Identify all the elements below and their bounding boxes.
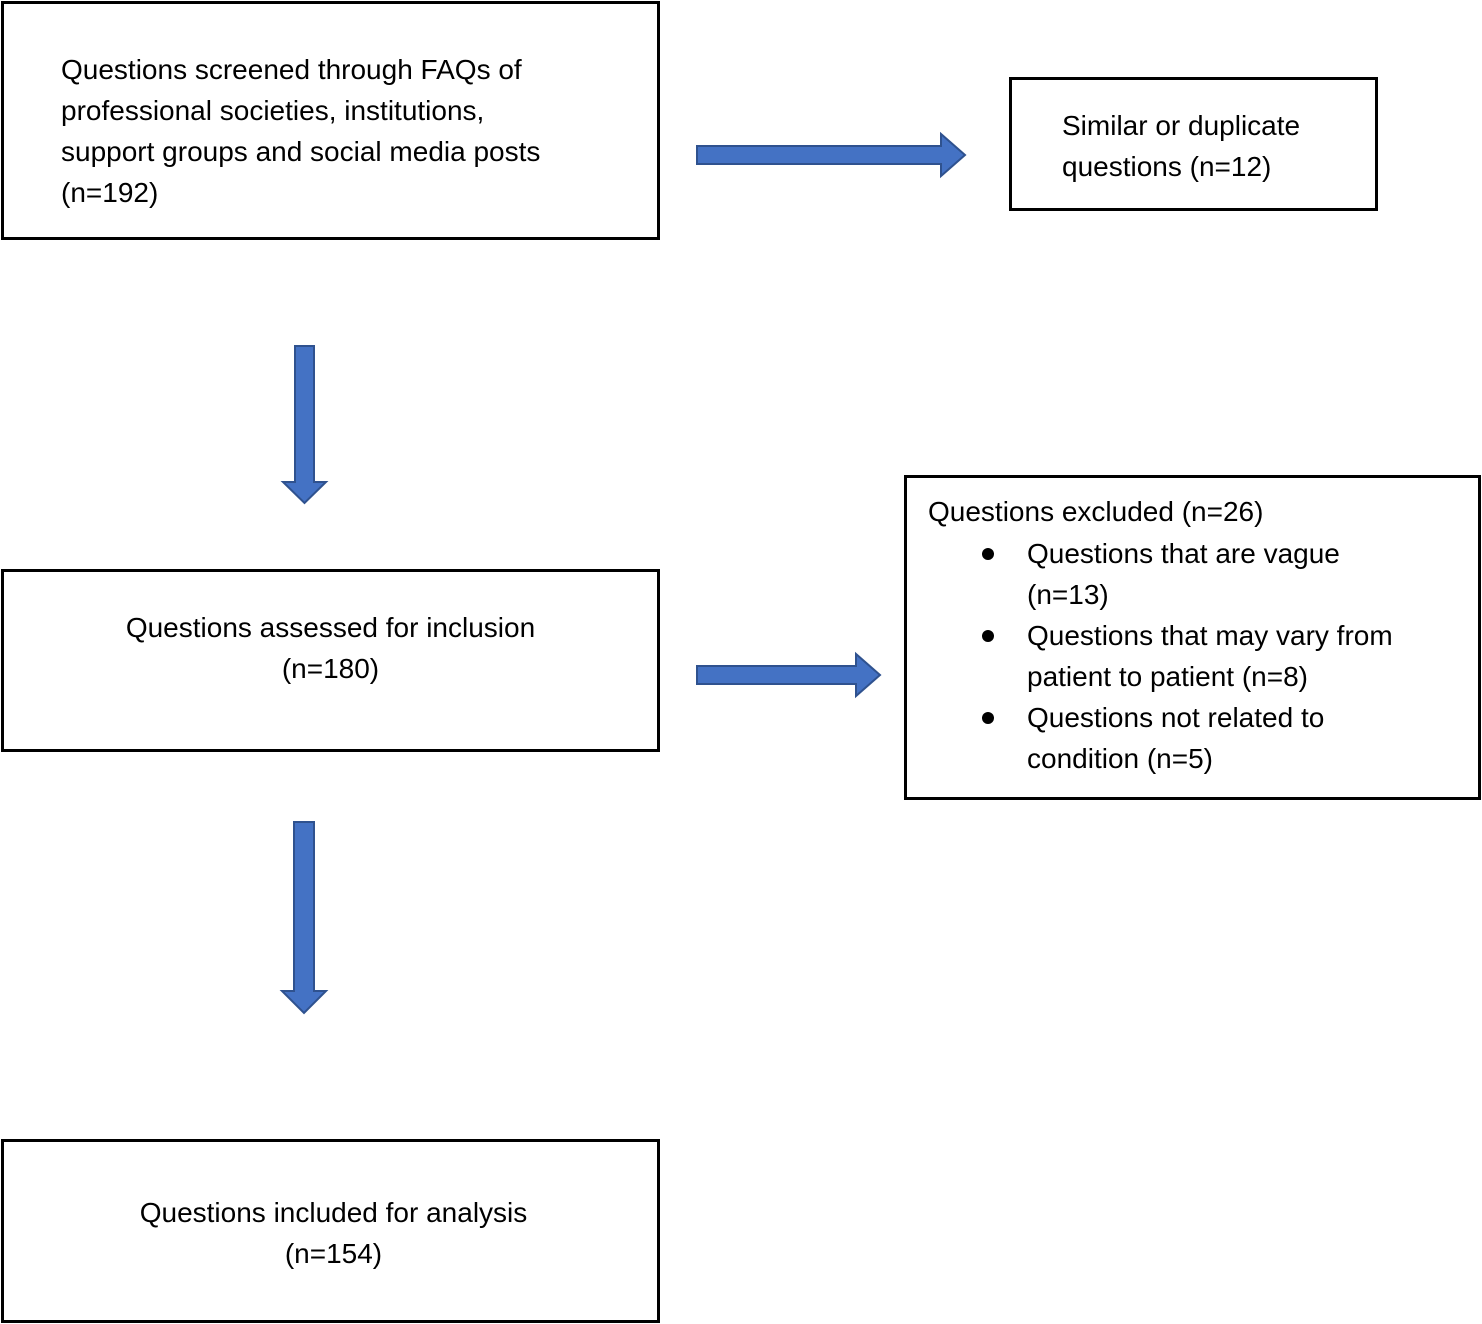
bullet-icon [982,630,994,642]
excluded-heading: Questions excluded (n=26) [928,496,1264,527]
list-item: Questions that are vague (n=13) [907,533,1478,615]
assessed-questions-box: Questions assessed for inclusion (n=180) [1,569,660,752]
screened-line: Questions screened through FAQs of [61,54,522,85]
arrow-right-icon [696,131,967,179]
excluded-item-line: patient to patient (n=8) [1027,661,1308,692]
bullet-icon [982,712,994,724]
screened-line: support groups and social media posts [61,136,541,167]
excluded-item-line: condition (n=5) [1027,743,1214,774]
assessed-line: (n=180) [281,653,380,684]
duplicate-line: questions (n=12) [1062,151,1272,182]
excluded-item-line: (n=13) [1027,579,1109,610]
included-line: Questions included for analysis [139,1197,528,1228]
arrow-down-icon [280,345,329,505]
list-item: Questions not related to condition (n=5) [907,697,1478,779]
duplicate-questions-box: Similar or duplicate questions (n=12) [1009,77,1378,211]
included-questions-box: Questions included for analysis (n=154) [1,1139,660,1323]
arrow-right-icon [696,651,882,699]
duplicate-line: Similar or duplicate [1062,110,1301,141]
arrow-down-icon [279,821,329,1015]
screened-line: (n=192) [61,177,159,208]
excluded-questions-box: Questions excluded (n=26) Questions that… [904,475,1481,800]
bullet-icon [982,548,994,560]
excluded-item-line: Questions that may vary from [1027,620,1393,651]
list-item: Questions that may vary from patient to … [907,615,1478,697]
assessed-line: Questions assessed for inclusion [125,612,536,643]
screened-questions-box: Questions screened through FAQs of profe… [1,1,660,240]
excluded-item-line: Questions that are vague [1027,538,1340,569]
assessed-questions-text: Questions assessed for inclusion (n=180) [4,607,657,689]
excluded-item-line: Questions not related to [1027,702,1325,733]
screened-questions-text: Questions screened through FAQs of profe… [61,49,601,213]
excluded-reasons-list: Questions that are vague (n=13) Question… [907,533,1478,779]
included-questions-text: Questions included for analysis (n=154) [4,1192,663,1274]
screened-line: professional societies, institutions, [61,95,485,126]
included-line: (n=154) [284,1238,383,1269]
duplicate-questions-text: Similar or duplicate questions (n=12) [1062,105,1349,187]
